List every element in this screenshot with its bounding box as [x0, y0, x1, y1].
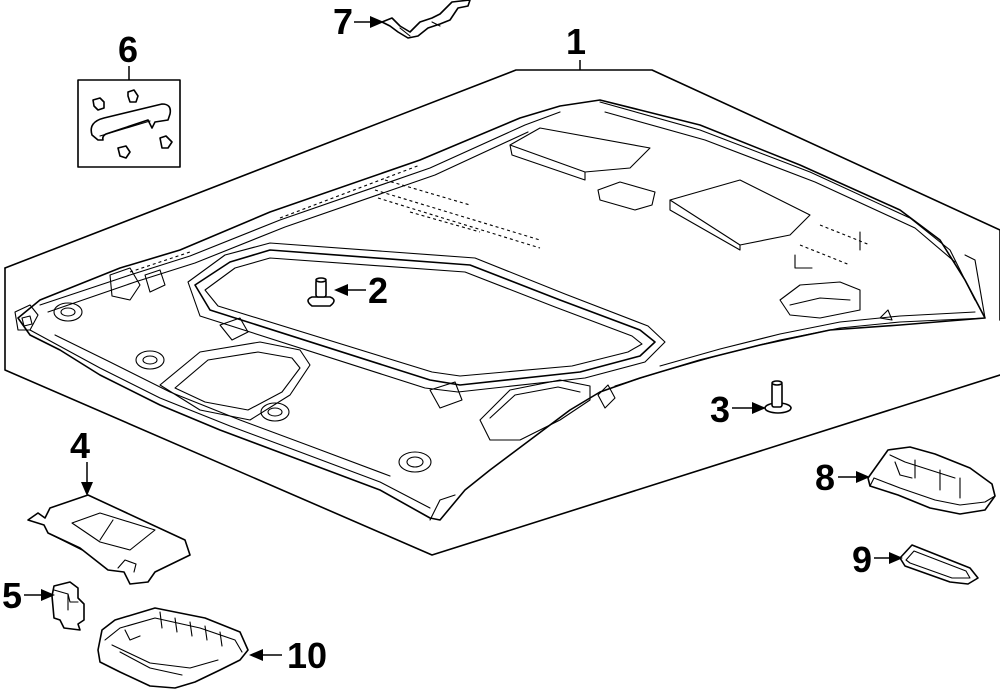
clip-details-left — [14, 267, 463, 473]
callout-6-label: 6 — [118, 29, 138, 70]
callout-4[interactable]: 4 — [70, 425, 93, 496]
callout-10-label: 10 — [287, 635, 327, 676]
part-6-grab-handle-kit[interactable] — [77, 79, 181, 168]
callout-7[interactable]: 7 — [333, 1, 384, 42]
headliner-panel[interactable] — [14, 99, 986, 521]
part-7-wire-harness[interactable] — [381, 0, 471, 39]
callout-2-label: 2 — [368, 270, 388, 311]
rear-pads — [509, 127, 861, 319]
callout-7-label: 7 — [333, 1, 353, 42]
assembly-outline — [4, 69, 1000, 556]
part-5-visor-holder[interactable] — [51, 581, 85, 631]
callout-4-label: 4 — [70, 425, 90, 466]
callout-5[interactable]: 5 — [2, 575, 55, 616]
callout-3-label: 3 — [710, 389, 730, 430]
callout-5-label: 5 — [2, 575, 22, 616]
callout-2[interactable]: 2 — [334, 270, 388, 311]
callout-8-label: 8 — [815, 457, 835, 498]
part-10-overhead-console[interactable] — [97, 607, 249, 689]
part-9-lamp-lens[interactable] — [899, 544, 979, 585]
callout-6[interactable]: 6 — [118, 29, 138, 80]
callout-1[interactable]: 1 — [566, 21, 586, 70]
callout-8[interactable]: 8 — [815, 457, 870, 498]
part-4-sun-visor[interactable] — [27, 494, 191, 585]
callout-1-label: 1 — [566, 21, 586, 62]
callout-3[interactable]: 3 — [710, 389, 766, 430]
callout-10[interactable]: 10 — [249, 635, 327, 676]
callout-9-label: 9 — [852, 539, 872, 580]
part-2-clip[interactable] — [307, 277, 335, 307]
part-3-pin[interactable] — [764, 380, 792, 414]
callout-9[interactable]: 9 — [852, 539, 903, 580]
part-8-dome-lamp[interactable] — [867, 446, 996, 515]
rib-text-area — [374, 179, 871, 269]
